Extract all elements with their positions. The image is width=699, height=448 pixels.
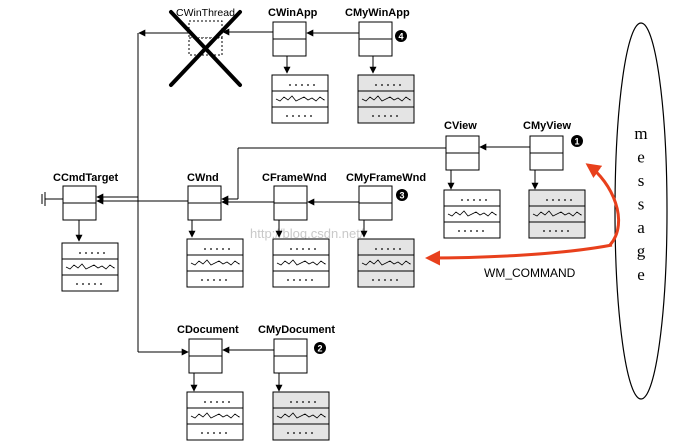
label-cmywinapp: CMyWinApp [345,7,410,19]
label-cmyview: CMyView [523,120,572,132]
box-cwnd [187,185,222,221]
badge-cmywinapp: 4 [395,30,407,42]
table-cmywinapp [357,74,415,124]
cross-out-mark [169,10,242,87]
label-cdocument: CDocument [177,324,239,336]
svg-text:2: 2 [317,344,322,354]
message-letter: e [637,148,645,167]
message-letter: m [634,124,647,143]
table-cframewnd [272,238,330,288]
label-cmyframewnd: CMyFrameWnd [346,172,426,184]
badge-cmyframewnd: 3 [396,189,408,201]
message-letter: a [637,218,645,237]
table-cdocument [186,391,244,441]
box-cframewnd [273,185,308,221]
label-cmydocument: CMyDocument [258,324,335,336]
box-cview [445,135,480,171]
message-letter: s [638,171,645,190]
svg-text:4: 4 [398,32,403,42]
label-cview: CView [444,120,477,132]
label-cwinapp: CWinApp [268,7,318,19]
wm-command-label: WM_COMMAND [484,266,576,280]
table-ccmdtarget [61,242,119,292]
table-cmydocument [272,391,330,441]
box-cmydocument [273,338,308,374]
red-routing-arrows [425,163,621,266]
label-cframewnd: CFrameWnd [262,172,327,184]
box-cmyframewnd [358,185,393,221]
message-letter: s [638,195,645,214]
table-cmyframewnd [357,238,415,288]
box-cwinapp [272,21,307,57]
svg-text:3: 3 [399,191,404,201]
badge-cmydocument: 2 [314,342,326,354]
box-cmyview [529,135,564,171]
table-cwinapp [271,74,329,124]
label-ccmdtarget: CCmdTarget [53,172,119,184]
label-cwnd: CWnd [187,172,219,184]
table-cwnd [186,238,244,288]
message-letter: g [637,242,646,261]
message-ellipse [614,22,668,400]
table-cmyview [528,189,586,239]
box-cmywinapp [358,21,393,57]
box-cdocument [188,338,223,374]
svg-text:1: 1 [574,137,579,147]
label-cwinthread: CWinThread [176,7,235,19]
message-letter: e [637,265,645,284]
table-cview [443,189,501,239]
box-ccmdtarget [62,185,97,221]
badge-cmyview: 1 [571,135,583,147]
